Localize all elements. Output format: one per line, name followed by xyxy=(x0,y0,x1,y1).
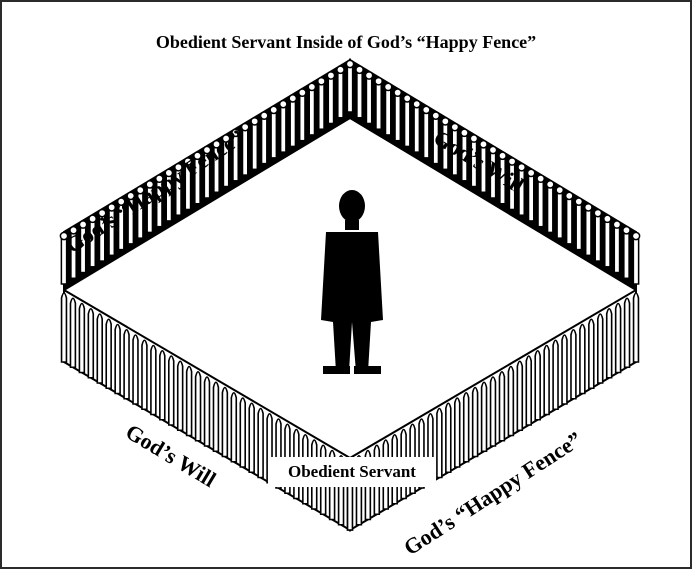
back-left-fence-picket xyxy=(299,89,306,141)
back-left-fence-picket xyxy=(337,66,344,118)
back-left-fence-picket xyxy=(327,72,334,124)
back-left-fence-picket xyxy=(242,123,249,175)
front-right-fence-picket xyxy=(473,388,478,457)
front-right-fence-picket xyxy=(553,340,558,409)
back-right-fence-picket xyxy=(594,209,601,261)
front-left-fence-picket xyxy=(231,393,236,462)
front-left-fence-picket xyxy=(88,309,93,378)
back-right-fence-picket xyxy=(613,221,620,273)
back-right-fence-picket xyxy=(604,215,611,267)
back-left-fence-picket xyxy=(318,78,325,130)
back-right-fence-picket xyxy=(556,187,563,239)
back-right-fence-picket xyxy=(356,66,363,118)
front-left-fence-picket xyxy=(213,382,218,451)
back-left-fence-picket xyxy=(261,112,268,164)
servant-figure xyxy=(321,190,383,374)
back-left-fence-picket xyxy=(280,101,287,153)
front-left-fence-picket xyxy=(240,398,245,467)
back-right-fence-picket xyxy=(413,101,420,153)
back-left-fence-picket xyxy=(308,83,315,135)
front-right-fence-picket xyxy=(625,298,630,367)
front-right-fence-picket xyxy=(562,335,567,404)
front-right-fence-picket xyxy=(544,346,549,415)
servant-label: Obedient Servant xyxy=(268,457,436,487)
front-left-fence-picket xyxy=(142,340,147,409)
front-right-fence-picket xyxy=(571,330,576,399)
back-right-fence-picket xyxy=(346,60,353,112)
front-right-fence-picket xyxy=(482,382,487,451)
back-right-fence-picket xyxy=(365,72,372,124)
front-left-fence-picket xyxy=(133,335,138,404)
back-right-fence-picket xyxy=(385,83,392,135)
front-left-fence-picket xyxy=(258,409,263,478)
front-left-fence-picket xyxy=(79,304,84,373)
front-left-fence-picket xyxy=(151,346,156,415)
back-right-fence-picket xyxy=(537,175,544,227)
front-right-fence-picket xyxy=(508,367,513,436)
front-left-fence-picket xyxy=(160,351,165,420)
front-left-fence-picket xyxy=(62,293,67,362)
back-right-fence-picket xyxy=(394,89,401,141)
front-left-fence-picket xyxy=(205,377,210,446)
front-right-fence-picket xyxy=(598,314,603,383)
front-right-fence-picket xyxy=(517,361,522,430)
front-right-fence-picket xyxy=(437,409,442,478)
front-right-fence-picket xyxy=(446,403,451,472)
front-left-fence-picket xyxy=(124,330,129,399)
front-right-fence-picket xyxy=(491,377,496,446)
front-left-fence-picket xyxy=(106,319,111,388)
front-right-fence-picket xyxy=(499,372,504,441)
front-right-fence-picket xyxy=(580,325,585,394)
back-right-fence-picket xyxy=(585,204,592,256)
front-right-fence-picket xyxy=(589,319,594,388)
back-right-fence-picket xyxy=(575,198,582,250)
front-left-fence-picket xyxy=(196,372,201,441)
back-right-fence-picket xyxy=(623,227,630,279)
front-right-fence-picket xyxy=(455,398,460,467)
back-left-fence-picket xyxy=(270,106,277,158)
back-right-fence-picket xyxy=(375,78,382,130)
back-right-fence-picket xyxy=(423,106,430,158)
back-left-fence-picket xyxy=(251,118,258,170)
back-right-fence-picket xyxy=(632,232,639,284)
back-right-fence-picket xyxy=(528,169,535,221)
front-right-fence-picket xyxy=(464,393,469,462)
front-left-fence-picket xyxy=(249,403,254,472)
front-right-fence-picket xyxy=(634,293,639,362)
back-right-fence-picket xyxy=(547,181,554,233)
front-right-fence-picket xyxy=(607,309,612,378)
back-right-fence-picket xyxy=(566,192,573,244)
front-left-fence-picket xyxy=(178,361,183,430)
front-right-fence-picket xyxy=(526,356,531,425)
front-left-fence-picket xyxy=(70,298,75,367)
back-left-fence-picket xyxy=(289,95,296,147)
front-left-fence-picket xyxy=(97,314,102,383)
front-right-fence-picket xyxy=(616,304,621,373)
front-left-fence-picket xyxy=(222,388,227,457)
front-left-fence-picket xyxy=(115,325,120,394)
back-right-fence-picket xyxy=(404,95,411,147)
front-left-fence-picket xyxy=(169,356,174,425)
front-left-fence-picket xyxy=(187,367,192,436)
front-right-fence-picket xyxy=(535,351,540,420)
